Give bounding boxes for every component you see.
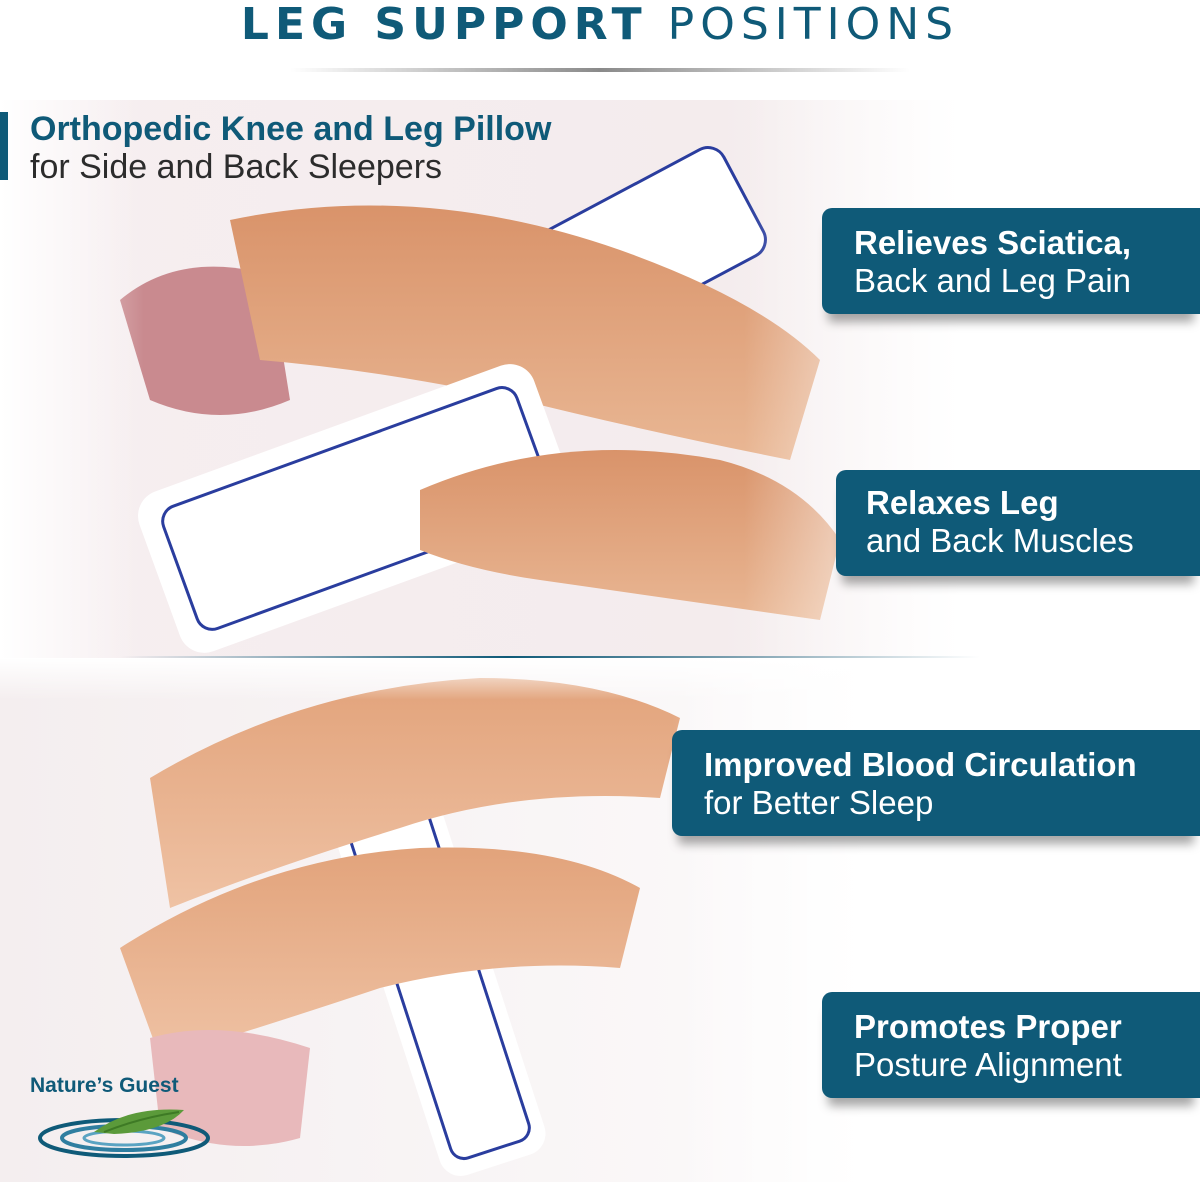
benefit-box-relaxes: Relaxes Leg and Back Muscles — [836, 470, 1200, 576]
subtitle-accent-bar — [0, 112, 8, 180]
benefit-heading: Relaxes Leg — [866, 484, 1059, 521]
benefit-detail: Back and Leg Pain — [854, 262, 1132, 299]
benefit-heading: Promotes Proper — [854, 1008, 1122, 1045]
title-underline — [290, 68, 910, 72]
side-sleeper-photo — [0, 100, 1200, 658]
title-light-part: POSITIONS — [667, 0, 960, 50]
benefit-box-posture: Promotes Proper Posture Alignment — [822, 992, 1200, 1098]
leaf-water-icon — [38, 1109, 210, 1158]
brand-logo: Nature’s Guest — [24, 1074, 224, 1164]
title-bold-part: LEG SUPPORT — [240, 0, 648, 50]
benefit-detail: for Better Sleep — [704, 784, 934, 821]
brand-name: Nature’s Guest — [30, 1074, 179, 1097]
page-title: LEG SUPPORT POSITIONS — [0, 0, 1200, 50]
benefit-heading: Improved Blood Circulation — [704, 746, 1137, 783]
benefit-box-sciatica: Relieves Sciatica, Back and Leg Pain — [822, 208, 1200, 314]
benefit-heading: Relieves Sciatica, — [854, 224, 1132, 261]
benefit-box-circulation: Improved Blood Circulation for Better Sl… — [672, 730, 1200, 836]
benefit-detail: and Back Muscles — [866, 522, 1134, 559]
benefit-detail: Posture Alignment — [854, 1046, 1122, 1083]
product-tagline: for Side and Back Sleepers — [30, 148, 443, 186]
product-name: Orthopedic Knee and Leg Pillow — [30, 110, 552, 148]
